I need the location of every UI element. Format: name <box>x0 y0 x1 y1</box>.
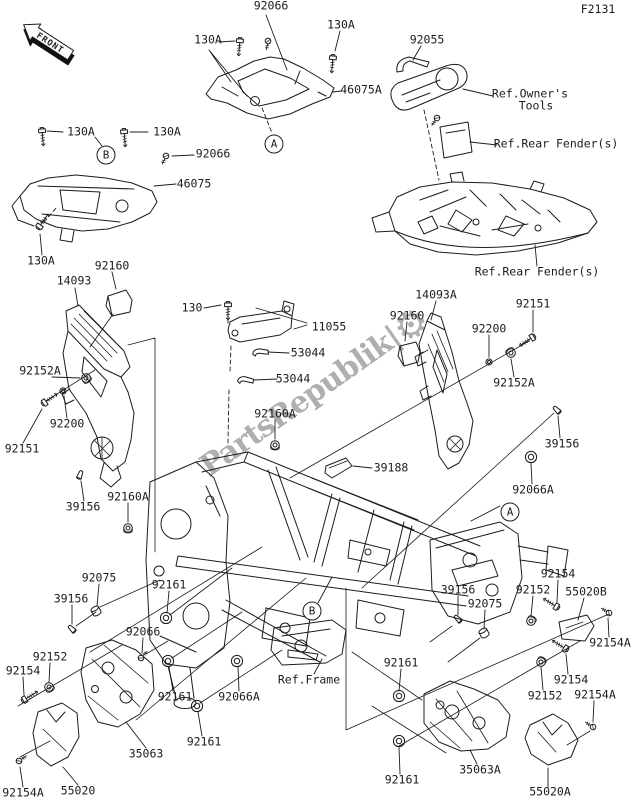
dashed-lines <box>44 108 439 443</box>
figure-code: F2131 <box>580 2 616 16</box>
part-label: 92075 <box>467 596 503 611</box>
part-label: 46075 <box>176 176 212 191</box>
bracket-35063a-drawing <box>424 681 510 751</box>
part-label: 92161 <box>157 689 193 704</box>
part-label: Ref.Rear Fender(s) <box>493 136 619 151</box>
bracket-46075-drawing <box>12 175 157 242</box>
part-label: 53044 <box>275 371 311 386</box>
axis-lines <box>18 338 609 757</box>
part-label: 92152 <box>527 688 563 703</box>
view-marker-b: B <box>96 145 116 165</box>
part-label: 11055 <box>311 319 347 334</box>
part-label: Ref.Rear Fender(s) <box>474 264 600 279</box>
part-label: 39188 <box>373 460 409 475</box>
part-label: 92152 <box>515 582 551 597</box>
part-label: 130A <box>153 124 181 139</box>
part-label: 130 <box>181 300 203 315</box>
bracket-35063-drawing <box>81 640 154 727</box>
part-label: 53044 <box>290 345 326 360</box>
part-label: 35063 <box>128 746 164 761</box>
view-marker-b: B <box>302 601 322 621</box>
part-label: 92154A <box>574 687 616 702</box>
frame-cover-14093-drawing <box>62 290 134 487</box>
part-label: 39156 <box>544 436 580 451</box>
part-label: 92152A <box>19 363 61 378</box>
rear-fender-drawing <box>372 172 597 255</box>
part-label: 92055 <box>409 32 445 47</box>
part-label: 130A <box>67 124 95 139</box>
part-label: 92066A <box>512 482 554 497</box>
part-label: 92066A <box>218 689 260 704</box>
part-label: 92160 <box>94 258 130 273</box>
part-label: 92066 <box>125 624 161 639</box>
part-label: 92154A <box>589 635 631 650</box>
part-label: 130A <box>27 253 55 268</box>
part-label: 92075 <box>81 570 117 585</box>
part-label: 92160A <box>254 406 296 421</box>
part-label: 55020B <box>565 584 607 599</box>
part-label: 92160A <box>107 489 149 504</box>
part-label: 92151 <box>515 296 551 311</box>
leader-lines <box>20 15 609 787</box>
part-label: 39156 <box>53 591 89 606</box>
part-label: 92154 <box>540 566 576 581</box>
part-label: 92152 <box>32 649 68 664</box>
pad-39188-drawing <box>325 458 352 478</box>
part-label: 92066 <box>253 0 289 13</box>
view-marker-a: A <box>264 134 284 154</box>
part-label: 92154 <box>553 672 589 687</box>
part-label: 14093 <box>56 273 92 288</box>
part-label: 92154 <box>5 663 41 678</box>
part-label: 92161 <box>151 577 187 592</box>
part-label: 46075A <box>340 82 382 97</box>
part-label: Ref.Owner's <box>491 86 569 101</box>
part-label: 92200 <box>49 416 85 431</box>
part-label: 92200 <box>471 321 507 336</box>
plate-55020b-drawing <box>559 615 594 641</box>
fender-bracket-drawing <box>440 122 472 158</box>
part-label: 130A <box>194 32 222 47</box>
part-label: 92160 <box>389 308 425 323</box>
part-label: Tools <box>518 98 554 113</box>
view-marker-a: A <box>500 502 520 522</box>
part-label: 92161 <box>383 655 419 670</box>
part-label: 92161 <box>384 772 420 787</box>
part-label: 92152A <box>493 375 535 390</box>
detail-b-frame-piece-drawing <box>271 620 346 665</box>
owners-tools-drawing <box>391 57 467 110</box>
bracket-11055-drawing <box>228 301 294 342</box>
part-label: 55020 <box>60 783 96 798</box>
part-label: 55020A <box>529 784 571 799</box>
guard-55020-drawing <box>33 703 79 766</box>
frame-cover-14093a-drawing <box>398 313 473 469</box>
part-label: Ref.Frame <box>277 672 341 687</box>
part-label: 92154A <box>2 785 44 800</box>
part-label: 130A <box>327 17 355 32</box>
part-label: 39156 <box>65 499 101 514</box>
part-label: 14093A <box>415 287 457 302</box>
part-label: 92066 <box>195 146 231 161</box>
part-label: 92161 <box>186 734 222 749</box>
guard-55020a-drawing <box>525 714 578 765</box>
part-label: 92151 <box>4 441 40 456</box>
part-label: 39156 <box>440 582 476 597</box>
part-label: 35063A <box>459 762 501 777</box>
